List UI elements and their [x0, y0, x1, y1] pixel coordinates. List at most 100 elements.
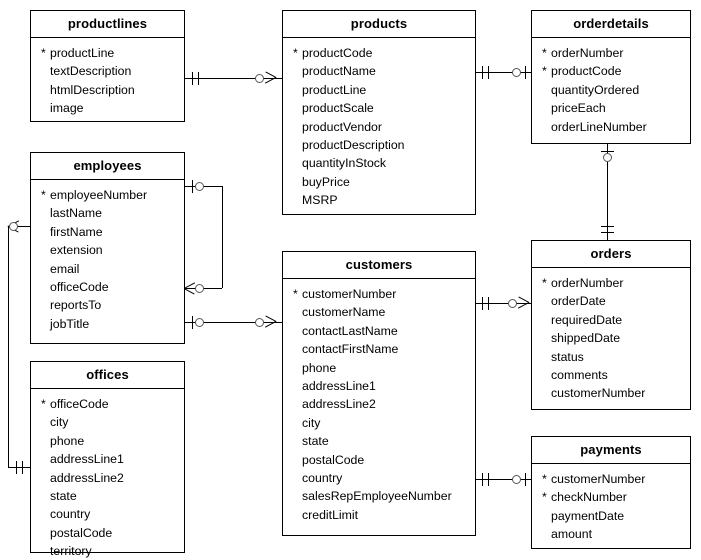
attribute-row: productScale: [283, 99, 475, 117]
attribute-row: state: [31, 487, 184, 505]
entity-orderdetails[interactable]: orderdetails *orderNumber *productCode q…: [531, 10, 691, 144]
connector-productlines-products[interactable]: [185, 78, 282, 79]
attribute-row: htmlDescription: [31, 81, 184, 99]
connector-offices-employees-bottom[interactable]: [8, 467, 30, 468]
cardinality-one-tick-b: [488, 297, 489, 310]
cardinality-many-crowfoot: [517, 296, 530, 310]
cardinality-zero-circle-left: [195, 318, 204, 327]
attribute-name: customerNumber: [551, 472, 646, 486]
attribute-name: customerNumber: [551, 386, 646, 401]
attribute-name: htmlDescription: [50, 82, 135, 97]
attribute-row: status: [532, 348, 690, 366]
entity-payments[interactable]: payments *customerNumber *checkNumber pa…: [531, 436, 691, 549]
entity-productlines[interactable]: productlines *productLine textDescriptio…: [30, 10, 185, 122]
cardinality-zero-circle: [512, 475, 521, 484]
attribute-name: addressLine2: [50, 470, 124, 485]
attribute-row: comments: [532, 366, 690, 384]
attribute-name: priceEach: [551, 101, 606, 116]
attribute-row: amount: [532, 525, 690, 543]
attribute-row: state: [283, 432, 475, 450]
attribute-name: addressLine1: [302, 379, 376, 394]
pk-marker: *: [542, 472, 547, 486]
attribute-name: customerNumber: [302, 287, 397, 301]
attribute-row: customerNumber: [532, 384, 690, 402]
attribute-name: reportsTo: [50, 298, 102, 313]
connector-employees-customers[interactable]: [185, 322, 282, 323]
connector-products-orderdetails[interactable]: [476, 72, 531, 73]
attribute-name: productCode: [551, 64, 622, 79]
cardinality-one-tick-b: [488, 66, 489, 79]
attribute-row: buyPrice: [283, 173, 475, 191]
attribute-row: *orderNumber: [532, 274, 690, 292]
cardinality-one-tick-b: [601, 226, 614, 227]
attribute-row: country: [283, 469, 475, 487]
attribute-list-products: *productCode productName productLine pro…: [283, 38, 475, 216]
entity-customers[interactable]: customers * customerNumber customerName c…: [282, 251, 476, 536]
cardinality-zero-circle-right: [255, 318, 264, 327]
cardinality-many-crowfoot: [264, 71, 277, 85]
attribute-row: shippedDate: [532, 329, 690, 347]
pk-marker: *: [293, 287, 298, 301]
attribute-row: creditLimit: [283, 506, 475, 524]
attribute-name: orderDate: [551, 294, 606, 309]
attribute-name: productScale: [302, 101, 374, 116]
connector-employees-self-side[interactable]: [222, 186, 223, 288]
attribute-name: city: [302, 415, 321, 430]
attribute-row: country: [31, 505, 184, 523]
entity-employees[interactable]: employees *employeeNumber lastName first…: [30, 152, 185, 344]
attribute-row: city: [283, 414, 475, 432]
attribute-name: firstName: [50, 224, 103, 239]
connector-customers-orders[interactable]: [476, 303, 531, 304]
attribute-list-employees: *employeeNumber lastName firstName exten…: [31, 180, 184, 339]
attribute-row: textDescription: [31, 62, 184, 80]
cardinality-zero-circle: [9, 222, 18, 231]
connector-offices-employees-side[interactable]: [8, 226, 9, 467]
attribute-row: productVendor: [283, 118, 475, 136]
attribute-list-productlines: *productLine textDescription htmlDescrip…: [31, 38, 184, 124]
attribute-name: salesRepEmployeeNumber: [302, 489, 452, 504]
entity-offices[interactable]: offices *officeCode city phone addressLi…: [30, 361, 185, 558]
attribute-row: orderLineNumber: [532, 118, 690, 136]
attribute-name: quantityInStock: [302, 156, 387, 171]
connector-customers-payments[interactable]: [476, 479, 531, 480]
attribute-row: contactFirstName: [283, 340, 475, 358]
attribute-row: priceEach: [532, 99, 690, 117]
cardinality-one-tick-a: [601, 151, 614, 152]
attribute-row: officeCode: [31, 278, 184, 296]
connector-orderdetails-orders[interactable]: [607, 144, 608, 240]
attribute-name: textDescription: [50, 64, 132, 79]
attribute-name: productDescription: [302, 138, 405, 153]
attribute-name: contactFirstName: [302, 342, 399, 357]
entity-orders[interactable]: orders *orderNumber orderDate requiredDa…: [531, 240, 691, 410]
pk-marker: *: [542, 46, 547, 60]
attribute-row: * customerNumber: [283, 285, 475, 303]
connector-offices-employees-top[interactable]: [8, 226, 30, 227]
attribute-name: productCode: [302, 46, 373, 60]
attribute-name: productVendor: [302, 119, 382, 134]
attribute-name: contactLastName: [302, 323, 398, 338]
attribute-row: extension: [31, 241, 184, 259]
attribute-name: comments: [551, 368, 608, 383]
cardinality-one-tick-b: [22, 461, 23, 474]
attribute-name: email: [50, 261, 80, 276]
cardinality-zero-circle-bottom: [195, 284, 204, 293]
attribute-name: state: [302, 434, 329, 449]
attribute-name: orderNumber: [551, 46, 624, 60]
attribute-row: addressLine1: [31, 450, 184, 468]
attribute-row: *checkNumber: [532, 488, 690, 506]
attribute-row: *productLine: [31, 44, 184, 62]
attribute-row: orderDate: [532, 292, 690, 310]
attribute-list-orders: *orderNumber orderDate requiredDate ship…: [532, 268, 690, 409]
entity-title-customers: customers: [283, 252, 475, 279]
attribute-name: addressLine1: [50, 452, 124, 467]
attribute-row: paymentDate: [532, 507, 690, 525]
attribute-row: *productCode: [532, 62, 690, 80]
cardinality-one-tick-c: [525, 66, 526, 79]
attribute-name: extension: [50, 243, 103, 258]
entity-products[interactable]: products *productCode productName produc…: [282, 10, 476, 215]
cardinality-one-tick-a: [482, 66, 483, 79]
cardinality-one-tick-a: [192, 180, 193, 193]
attribute-row: customerName: [283, 303, 475, 321]
attribute-row: jobTitle: [31, 315, 184, 333]
attribute-list-offices: *officeCode city phone addressLine1 addr…: [31, 389, 184, 560]
